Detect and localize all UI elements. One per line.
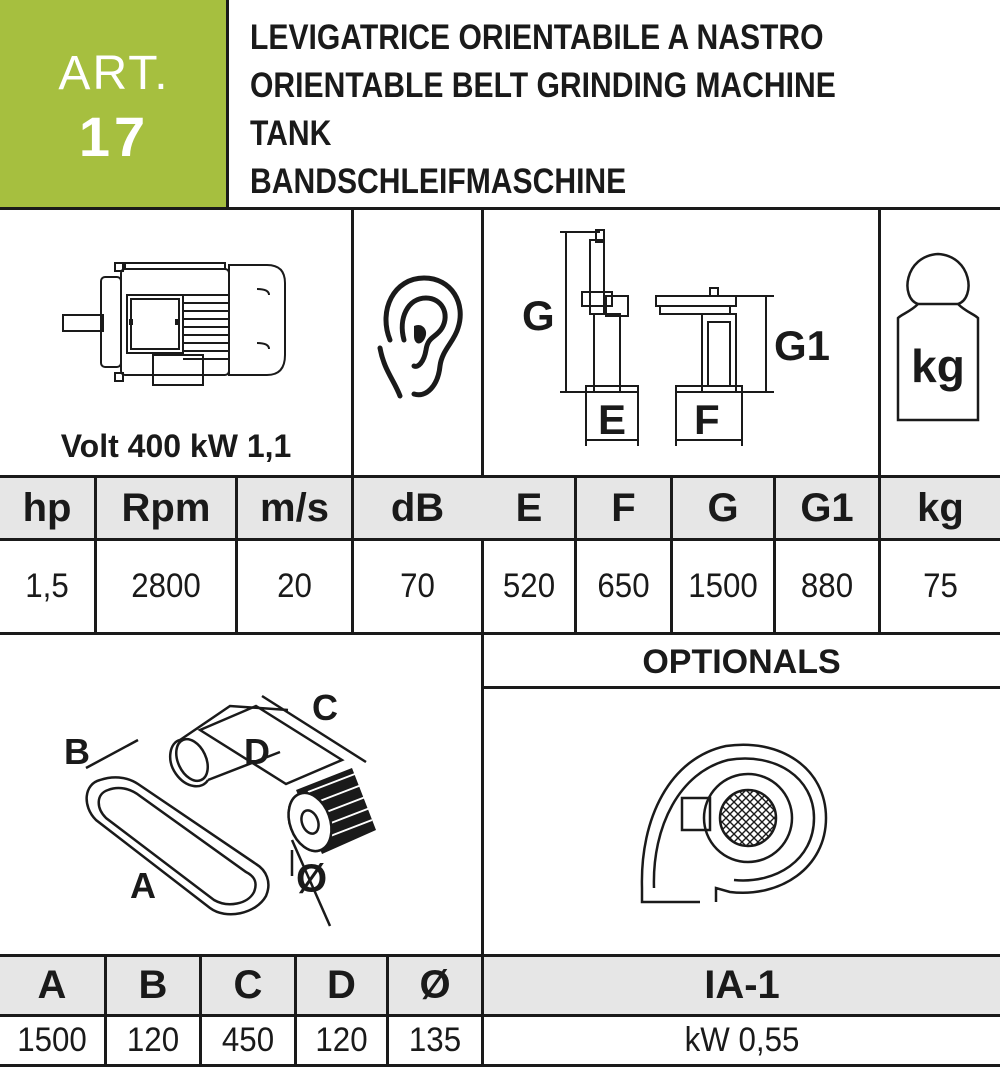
divider: [670, 475, 673, 635]
spec-header-speed: m/s: [260, 486, 329, 530]
belt-value-c: 450: [221, 1021, 275, 1059]
belt-label-a: A: [130, 865, 156, 906]
dim-label-g: G: [522, 292, 555, 339]
spec-value-kg: 75: [923, 567, 958, 605]
belt-header-row: [0, 956, 481, 1016]
divider: [773, 475, 776, 635]
title-block: LEVIGATRICE ORIENTABILE A NASTRO ORIENTA…: [250, 14, 836, 206]
divider: [94, 475, 97, 635]
spec-header-hp: hp: [22, 486, 72, 530]
article-badge: ART. 17: [0, 0, 228, 208]
divider: [878, 475, 881, 635]
belt-value-diameter: 135: [408, 1021, 462, 1059]
divider: [0, 954, 1000, 957]
belt-header-d: D: [327, 963, 356, 1007]
spec-value-speed: 20: [277, 567, 312, 605]
divider: [294, 954, 297, 1066]
divider: [104, 954, 107, 1066]
belt-header-b: B: [138, 963, 168, 1007]
spec-value-rpm: 2800: [131, 567, 201, 605]
belt-label-d: D: [244, 731, 270, 772]
title-german: BANDSCHLEIFMASCHINE: [250, 162, 627, 201]
spec-header-row: [0, 477, 1000, 540]
divider: [226, 0, 229, 210]
divider: [481, 207, 484, 636]
belt-label-diameter: Ø: [296, 857, 327, 901]
motor-icon: [62, 262, 286, 386]
spec-value-db: 70: [400, 567, 435, 605]
belt-header-a: A: [37, 963, 67, 1007]
spec-header-e: E: [515, 486, 543, 530]
spec-header-f: F: [611, 486, 636, 530]
divider: [0, 538, 1000, 541]
divider: [0, 207, 1000, 210]
divider: [481, 686, 1000, 689]
spec-value-hp: 1,5: [25, 567, 69, 605]
divider: [0, 475, 1000, 478]
belt-label-c: C: [312, 687, 338, 728]
weight-label: kg: [911, 340, 965, 392]
divider: [235, 475, 238, 635]
spec-header-rpm: Rpm: [121, 486, 211, 530]
blower-icon: [640, 743, 828, 904]
title-english: ORIENTABLE BELT GRINDING MACHINE: [250, 66, 836, 105]
dim-label-f: F: [694, 396, 720, 443]
spec-value-f: 650: [597, 567, 650, 605]
divider: [0, 1014, 1000, 1017]
dim-label-e: E: [598, 396, 626, 443]
optional-power: kW 0,55: [684, 1021, 800, 1059]
divider: [351, 475, 354, 635]
article-label: ART.: [58, 47, 170, 100]
spec-value-e: 520: [502, 567, 556, 605]
belt-value-b: 120: [126, 1021, 180, 1059]
belt-header-c: C: [233, 963, 263, 1007]
article-number: 17: [78, 105, 150, 168]
divider: [574, 475, 577, 635]
divider: [199, 954, 202, 1066]
dim-label-g1: G1: [774, 322, 830, 369]
divider: [878, 207, 881, 477]
weight-icon: kg: [896, 252, 980, 422]
motor-caption: Volt 400 kW 1,1: [60, 428, 292, 464]
spec-header-db: dB: [390, 486, 445, 530]
spec-header-kg: kg: [917, 486, 964, 530]
title-italian: LEVIGATRICE ORIENTABILE A NASTRO: [250, 18, 824, 57]
optional-header-row: [484, 956, 1000, 1016]
spec-header-g: G: [707, 486, 739, 530]
spec-value-g: 1500: [688, 567, 758, 605]
machine-dimensions-icon: G G1 E F: [522, 229, 830, 446]
divider: [0, 1064, 1000, 1067]
divider: [351, 207, 354, 477]
divider: [481, 632, 484, 1066]
optionals-title: OPTIONALS: [642, 642, 841, 681]
divider: [386, 954, 389, 1066]
belt-header-diameter: Ø: [419, 963, 451, 1007]
belt-value-a: 1500: [17, 1021, 87, 1059]
ear-icon: [377, 275, 463, 399]
belt-label-b: B: [64, 731, 90, 772]
belt-value-d: 120: [315, 1021, 368, 1059]
spec-value-g1: 880: [800, 567, 854, 605]
divider: [0, 632, 1000, 635]
optional-code: IA-1: [704, 963, 780, 1007]
belt-wheel-icon: B C D A Ø: [64, 687, 376, 927]
title-model: TANK: [250, 114, 332, 153]
spec-header-g1: G1: [800, 486, 854, 530]
